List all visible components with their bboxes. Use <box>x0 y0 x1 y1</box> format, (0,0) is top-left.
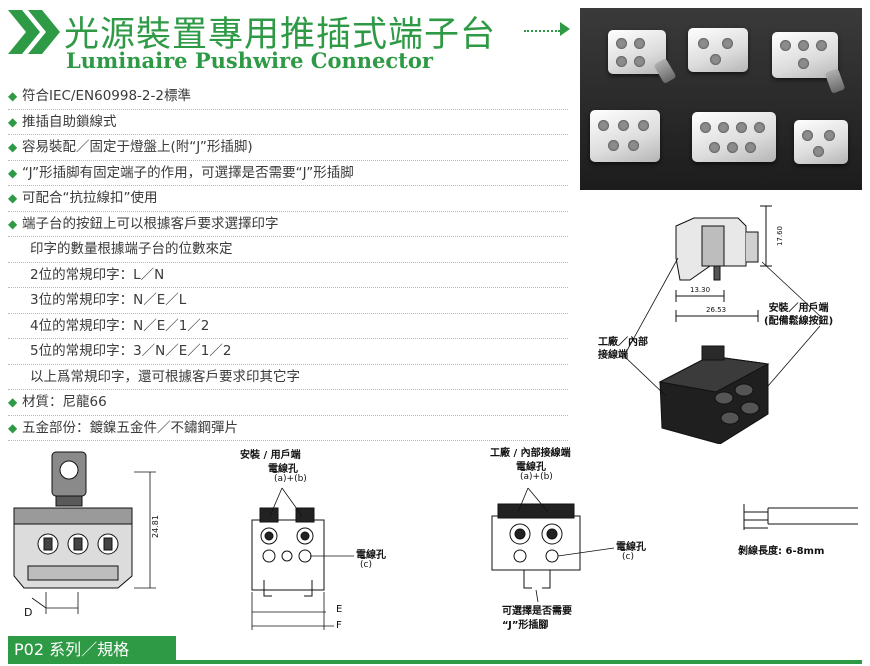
factory-end-drawing: 工廠 / 內部接線端 電線孔 (a)+(b) 電線孔 (c) 可選擇是否需要 “… <box>488 442 678 634</box>
install-end-label: 安裝／用戶端 (配備鬆線按鈕) <box>764 303 834 327</box>
feature-item: ◆ 端子台的按鈕上可以根據客戶要求選擇印字 <box>8 212 568 237</box>
factory-end-label: 工廠／內部 接線端 <box>598 337 648 361</box>
isometric-drawing: 17.60 13.30 26.53 工廠／內部 接線端 安裝／用戶端 (配備鬆線… <box>590 196 866 444</box>
connector-piece <box>794 120 848 164</box>
feature-text: 2位的常規印字：L／N <box>30 266 165 283</box>
wire-strip-lines <box>743 504 858 530</box>
install-end-lines <box>251 487 354 630</box>
connector-piece <box>692 112 776 162</box>
diamond-bullet-icon: ◆ <box>8 191 18 205</box>
feature-item: 2位的常規印字：L／N <box>8 263 568 288</box>
feature-text: 五金部份：鍍鎳五金件／不鏽鋼彈片 <box>22 419 238 436</box>
hole-ab-label: 電線孔 <box>268 464 298 475</box>
dim-short-label: 13.30 <box>690 286 711 294</box>
j-pin-note-2: “J”形插腳 <box>502 620 549 631</box>
feature-text: 材質：尼龍66 <box>22 394 107 410</box>
dim-height-label: 24.81 <box>150 515 160 538</box>
feature-item: 3位的常規印字：N／E／L <box>8 288 568 314</box>
feature-text: 4位的常規印字：N／E／1／2 <box>30 317 210 334</box>
feature-text: 5位的常規印字：3／N／E／1／2 <box>30 343 232 359</box>
connector-piece <box>772 32 846 94</box>
feature-item: ◆ 五金部份：鍍鎳五金件／不鏽鋼彈片 <box>8 416 568 441</box>
hole-c-code: (c) <box>360 560 372 570</box>
dim-d-label: D <box>24 606 33 619</box>
hole-ab-code: (a)+(b) <box>520 472 553 482</box>
connector-piece <box>608 30 677 85</box>
hole-ab-label: 電線孔 <box>516 462 546 473</box>
isometric-drawing-lines <box>623 205 821 444</box>
feature-item: ◆ 容易裝配／固定于燈盤上(附“J”形插脚) <box>8 135 568 161</box>
feature-item: ◆ 可配合“抗拉線扣”使用 <box>8 186 568 212</box>
install-end-title: 安裝 / 用戶端 <box>240 450 301 461</box>
diamond-bullet-icon: ◆ <box>8 114 18 129</box>
series-tab: P02 系列／規格 <box>8 636 176 664</box>
dim-e-label: E <box>336 604 343 615</box>
j-pin-note: 可選擇是否需要 <box>502 606 572 617</box>
feature-text: 印字的數量根據端子台的位數來定 <box>30 241 233 257</box>
diamond-bullet-icon: ◆ <box>8 420 18 435</box>
strip-length-label: 剝線長度: 6-8mm <box>738 546 825 557</box>
feature-text: 端子台的按鈕上可以根據客戶要求選擇印字 <box>22 215 279 232</box>
wire-strip-drawing: 剝線長度: 6-8mm <box>738 500 864 570</box>
hole-ab-code: (a)+(b) <box>274 474 307 484</box>
front-view-drawing: 24.81 D <box>6 448 186 624</box>
dim-f-label: F <box>336 620 342 631</box>
feature-text: “J”形插脚有固定端子的作用，可選擇是否需要“J”形插脚 <box>22 164 354 181</box>
diamond-bullet-icon: ◆ <box>8 89 18 103</box>
connector-piece <box>688 28 748 72</box>
double-chevron-icon <box>8 10 60 54</box>
feature-item: 以上爲常規印字，還可根據客戶要求印其它字 <box>8 365 568 390</box>
page-title: 光源裝置專用推插式端子台 <box>64 15 497 55</box>
feature-text: 符合IEC/EN60998-2-2標準 <box>22 88 191 104</box>
install-end-drawing: 安裝 / 用戶端 電線孔 (a)+(b) 電線孔 (c) E F <box>236 444 426 634</box>
feature-text: 以上爲常規印字，還可根據客戶要求印其它字 <box>30 368 300 385</box>
feature-item: 5位的常規印字：3／N／E／1／2 <box>8 339 568 365</box>
footer-rule <box>176 660 862 664</box>
hole-c-label: 電線孔 <box>616 542 646 553</box>
front-view-lines <box>13 451 156 614</box>
hole-c-code: (c) <box>622 552 634 562</box>
feature-list: ◆ 符合IEC/EN60998-2-2標準 ◆ 推插自助鎖線式 ◆ 容易裝配／固定于燈盤上… <box>8 84 568 441</box>
title-dotted-rule <box>524 30 560 32</box>
feature-item: ◆ “J”形插脚有固定端子的作用，可選擇是否需要“J”形插脚 <box>8 161 568 186</box>
arrow-right-icon <box>560 22 570 36</box>
connector-piece <box>590 110 660 162</box>
hole-c-label: 電線孔 <box>356 550 386 561</box>
page-subtitle: Luminaire Pushwire Connector <box>66 48 433 73</box>
diamond-bullet-icon: ◆ <box>8 165 18 180</box>
factory-end-title: 工廠 / 內部接線端 <box>490 448 571 459</box>
feature-item: ◆ 材質：尼龍66 <box>8 390 568 416</box>
product-photo <box>580 8 862 190</box>
factory-end-lines <box>491 487 615 603</box>
dim-height-label: 17.60 <box>776 225 785 247</box>
feature-item: ◆ 推插自助鎖線式 <box>8 110 568 135</box>
dim-long-label: 26.53 <box>706 306 727 314</box>
diamond-bullet-icon: ◆ <box>8 216 18 231</box>
diamond-bullet-icon: ◆ <box>8 140 18 154</box>
feature-item: 印字的數量根據端子台的位數來定 <box>8 237 568 263</box>
feature-text: 推插自助鎖線式 <box>22 113 117 130</box>
diamond-bullet-icon: ◆ <box>8 395 18 409</box>
feature-text: 可配合“抗拉線扣”使用 <box>22 190 158 206</box>
feature-text: 容易裝配／固定于燈盤上(附“J”形插脚) <box>22 139 253 155</box>
feature-item: 4位的常規印字：N／E／1／2 <box>8 314 568 339</box>
feature-text: 3位的常規印字：N／E／L <box>30 292 187 308</box>
feature-item: ◆ 符合IEC/EN60998-2-2標準 <box>8 84 568 110</box>
